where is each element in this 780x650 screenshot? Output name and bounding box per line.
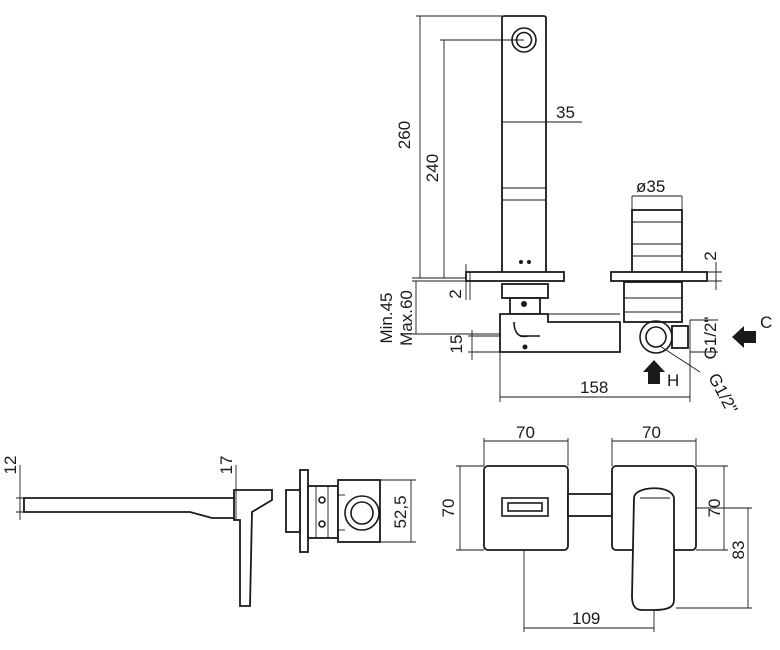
dim-2-right: 2 bbox=[701, 251, 720, 260]
mixer-front-view bbox=[610, 209, 708, 354]
dim-158: 158 bbox=[580, 378, 608, 397]
arrow-c-icon bbox=[732, 326, 756, 348]
arrow-h-icon bbox=[643, 360, 665, 384]
side-dimension-lines bbox=[16, 465, 416, 543]
spout-plate bbox=[483, 465, 569, 551]
dim-70-top-right: 70 bbox=[642, 423, 661, 442]
dim-12: 12 bbox=[1, 456, 20, 475]
dim-dia35: ø35 bbox=[636, 177, 665, 196]
dim-g12-h: G1/2" bbox=[704, 370, 741, 417]
dim-g12-c: G1/2" bbox=[701, 317, 720, 360]
side-view bbox=[23, 469, 381, 607]
spout-front-view bbox=[465, 15, 565, 282]
dim-70-left: 70 bbox=[439, 499, 458, 518]
dim-min45: Min.45 bbox=[377, 292, 396, 343]
dim-70-right: 70 bbox=[705, 499, 724, 518]
plate-dimension-lines bbox=[456, 438, 752, 632]
wall-plates-front-view bbox=[483, 465, 697, 611]
dim-17: 17 bbox=[217, 456, 236, 475]
top-dimension-lines bbox=[412, 15, 722, 402]
dim-109: 109 bbox=[572, 609, 600, 628]
dim-2-left: 2 bbox=[446, 289, 465, 298]
dim-max60: Max.60 bbox=[397, 290, 416, 346]
dim-240: 240 bbox=[423, 154, 442, 182]
dim-52-5: 52,5 bbox=[391, 495, 410, 528]
label-h: H bbox=[667, 371, 679, 390]
dim-83: 83 bbox=[729, 541, 748, 560]
label-c: C bbox=[760, 313, 772, 332]
dim-15: 15 bbox=[447, 335, 466, 354]
dim-260: 260 bbox=[395, 121, 414, 149]
concealed-body-view bbox=[499, 283, 621, 353]
dim-70-top-left: 70 bbox=[516, 423, 535, 442]
dim-35: 35 bbox=[556, 103, 575, 122]
